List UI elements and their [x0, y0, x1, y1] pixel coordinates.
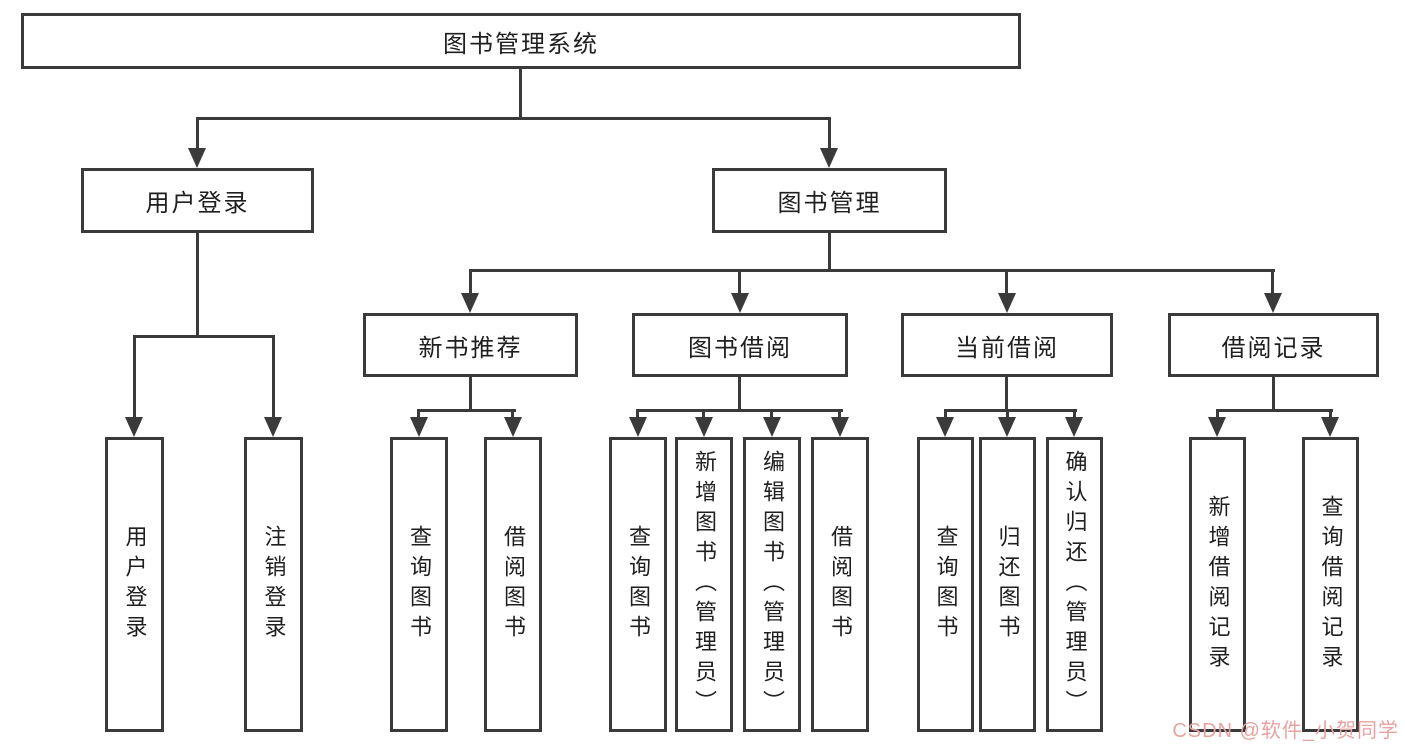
edge-newbook-stub-2: [511, 409, 514, 419]
arrow-down-icon: [820, 148, 838, 168]
node-new-book-rec: 新书推荐: [363, 313, 578, 377]
edge-bookborrow-stub-3: [770, 409, 773, 419]
arrow-down-icon: [410, 417, 428, 437]
edge-level3-branch: [469, 269, 1275, 272]
node-book-borrow: 图书借阅: [632, 313, 848, 377]
arrow-down-icon: [763, 417, 781, 437]
edge-level3-stub-2: [738, 269, 741, 295]
arrow-down-icon: [1264, 293, 1282, 313]
leaf-logout-label: 注销登录: [261, 524, 287, 645]
leaf-borrow-book-1-label: 借阅图书: [501, 524, 526, 645]
leaf-confirm-return: 确认归还（管理员）: [1046, 437, 1103, 732]
arrow-down-icon: [998, 417, 1016, 437]
leaf-query-record: 查询借阅记录: [1302, 437, 1359, 732]
node-book-mgmt-label: 图书管理: [777, 190, 882, 217]
node-borrow-record-label: 借阅记录: [1221, 334, 1326, 362]
leaf-edit-book-label: 编辑图书（管理员）: [760, 449, 785, 720]
node-current-borrow: 当前借阅: [901, 313, 1113, 377]
arrow-down-icon: [936, 417, 954, 437]
leaf-query-book-1-label: 查询图书: [407, 524, 432, 645]
edge-bookborrow-branch: [636, 409, 843, 412]
arrow-down-icon: [998, 293, 1016, 313]
edge-userlogin-drop: [196, 233, 199, 335]
edge-newbook-branch: [417, 409, 516, 412]
arrow-down-icon: [125, 417, 143, 437]
edge-level2-stub-right: [828, 117, 831, 151]
edge-borrowrecord-branch: [1216, 409, 1333, 412]
leaf-logout: 注销登录: [244, 437, 303, 732]
leaf-add-record: 新增借阅记录: [1189, 437, 1246, 732]
arrow-down-icon: [831, 417, 849, 437]
edge-userlogin-branch: [133, 335, 275, 338]
arrow-down-icon: [188, 148, 206, 168]
edge-currentborrow-branch: [944, 409, 1077, 412]
leaf-borrow-book-2: 借阅图书: [811, 437, 869, 732]
arrow-down-icon: [1321, 417, 1339, 437]
leaf-user-login-label: 用户登录: [122, 524, 148, 645]
arrow-down-icon: [461, 293, 479, 313]
leaf-confirm-return-label: 确认归还（管理员）: [1062, 449, 1088, 720]
leaf-add-book: 新增图书（管理员）: [675, 437, 733, 732]
edge-level3-stub-3: [1005, 269, 1008, 295]
edge-newbook-stub-1: [417, 409, 420, 419]
node-book-borrow-label: 图书借阅: [688, 334, 792, 362]
arrow-down-icon: [695, 417, 713, 437]
arrow-down-icon: [731, 293, 749, 313]
edge-borrowrecord-stub-1: [1216, 409, 1219, 419]
leaf-edit-book: 编辑图书（管理员）: [743, 437, 801, 732]
node-root: 图书管理系统: [21, 13, 1021, 69]
edge-bookborrow-stub-2: [702, 409, 705, 419]
leaf-add-book-label: 新增图书（管理员）: [692, 449, 717, 720]
node-current-borrow-label: 当前借阅: [955, 334, 1059, 362]
edge-level2-branch: [196, 117, 831, 120]
leaf-query-book-2-label: 查询图书: [626, 524, 651, 645]
leaf-borrow-book-2-label: 借阅图书: [828, 524, 853, 645]
edge-currentborrow-stub-2: [1006, 409, 1009, 419]
leaf-query-record-label: 查询借阅记录: [1318, 494, 1344, 675]
leaf-query-book-3: 查询图书: [917, 437, 974, 732]
leaf-return-book-label: 归还图书: [995, 524, 1021, 645]
edge-currentborrow-stub-1: [944, 409, 947, 419]
edge-level2-stub-left: [196, 117, 199, 151]
node-user-login: 用户登录: [81, 168, 314, 233]
edge-currentborrow-drop: [1005, 377, 1008, 409]
edge-bookborrow-stub-4: [838, 409, 841, 419]
edge-bookborrow-stub-1: [636, 409, 639, 419]
arrow-down-icon: [504, 417, 522, 437]
leaf-return-book: 归还图书: [979, 437, 1036, 732]
watermark: CSDN @软件_小贺同学: [1172, 720, 1399, 742]
edge-level3-stub-1: [469, 269, 472, 295]
leaf-add-record-label: 新增借阅记录: [1205, 494, 1231, 675]
node-user-login-label: 用户登录: [145, 190, 250, 217]
edge-bookmgmt-drop: [828, 233, 831, 270]
node-new-book-rec-label: 新书推荐: [418, 334, 523, 362]
node-book-mgmt: 图书管理: [712, 168, 947, 233]
edge-userlogin-stub-right: [272, 335, 275, 419]
edge-bookborrow-drop: [738, 377, 741, 409]
node-borrow-record: 借阅记录: [1168, 313, 1379, 377]
leaf-user-login: 用户登录: [105, 437, 164, 732]
edge-newbook-drop: [469, 377, 472, 409]
node-root-label: 图书管理系统: [443, 30, 599, 58]
arrow-down-icon: [1065, 417, 1083, 437]
arrow-down-icon: [264, 417, 282, 437]
edge-borrowrecord-stub-2: [1329, 409, 1332, 419]
edge-currentborrow-stub-3: [1073, 409, 1076, 419]
leaf-borrow-book-1: 借阅图书: [484, 437, 542, 732]
arrow-down-icon: [629, 417, 647, 437]
edge-root-drop: [519, 69, 522, 117]
arrow-down-icon: [1208, 417, 1226, 437]
edge-level3-stub-4: [1271, 269, 1274, 295]
edge-userlogin-stub-left: [133, 335, 136, 419]
leaf-query-book-2: 查询图书: [609, 437, 667, 732]
leaf-query-book-3-label: 查询图书: [933, 524, 959, 645]
edge-borrowrecord-drop: [1272, 377, 1275, 409]
leaf-query-book-1: 查询图书: [390, 437, 448, 732]
